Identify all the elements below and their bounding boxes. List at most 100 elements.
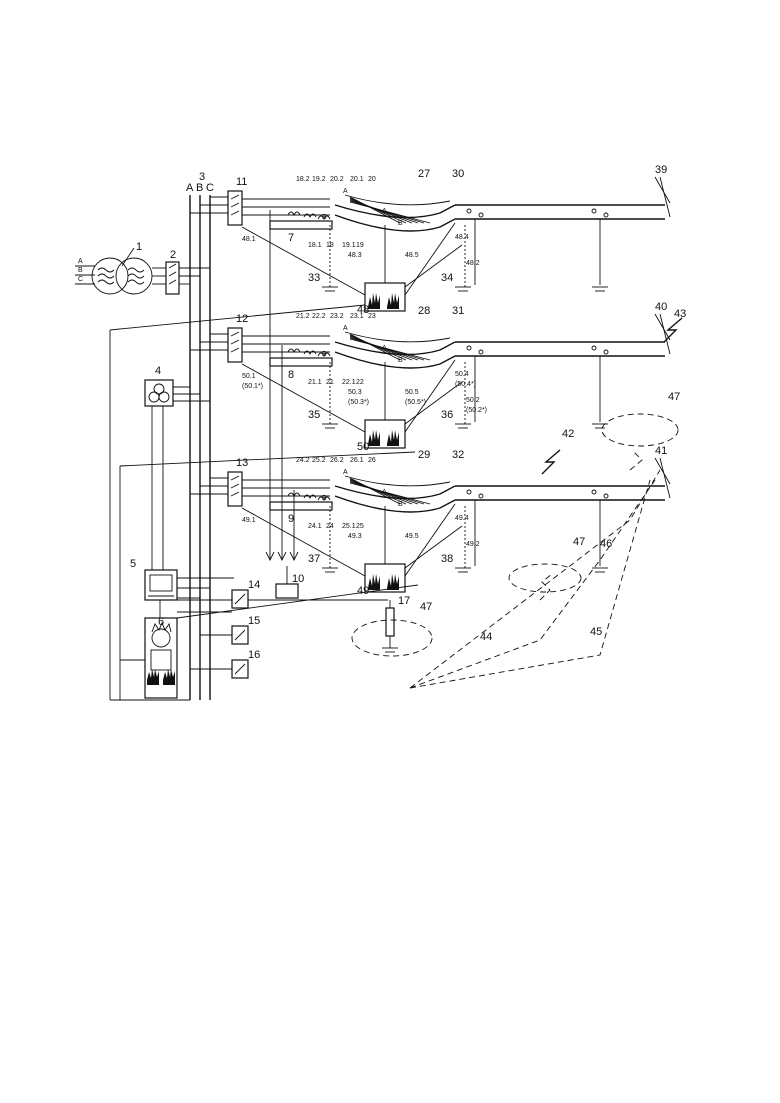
svg-text:B: B [322,495,327,502]
svg-text:18.2: 18.2 [296,176,310,183]
svg-text:C: C [78,276,83,283]
svg-text:20.1: 20.1 [350,176,364,183]
svg-text:46: 46 [600,538,612,550]
svg-text:A: A [382,208,387,215]
svg-text:25.1: 25.1 [342,523,356,530]
svg-text:24.2: 24.2 [296,457,310,464]
svg-text:21.1: 21.1 [308,379,322,386]
switch-13-label: 13 [236,457,248,469]
line-41-label: 41 [655,445,667,457]
svg-text:48.1: 48.1 [242,236,256,243]
svg-text:49.2: 49.2 [466,541,480,548]
line-40-label: 40 [655,301,667,313]
ground-zone-47b [509,564,581,592]
busbar-number: 3 [199,171,205,183]
svg-text:50.5: 50.5 [405,389,419,396]
svg-text:22.1: 22.1 [342,379,356,386]
svg-text:24: 24 [326,523,334,530]
feeder-1 [190,177,670,311]
switch-12-label: 12 [236,313,248,325]
svg-text:17: 17 [398,595,410,607]
svg-text:15: 15 [248,615,260,627]
svg-text:B: B [78,267,83,274]
svg-text:B: B [398,357,403,364]
svg-text:25: 25 [356,523,364,530]
svg-text:19.2: 19.2 [312,176,326,183]
regulator-8-label: 8 [288,369,294,381]
lightning-42 [542,450,560,474]
svg-text:26.2: 26.2 [330,457,344,464]
dashed-connections: 44 45 46 [410,452,660,688]
svg-text:48.4: 48.4 [455,234,469,241]
switch-number: 2 [170,249,176,261]
svg-text:(50.5*): (50.5*) [405,399,426,406]
busbars: A B C 3 [186,171,214,700]
svg-text:B: B [398,220,403,227]
phase-b-label: B [196,182,203,194]
svg-text:34: 34 [441,272,453,284]
svg-text:18: 18 [326,242,334,249]
ground-electrode-17: 17 47 [352,595,432,656]
controller-5: 5 [130,558,234,618]
svg-text:43: 43 [674,308,686,320]
svg-text:19: 19 [356,242,364,249]
svg-text:A: A [382,345,387,352]
operator-6: 6 [110,616,190,700]
svg-text:50.1: 50.1 [242,373,256,380]
svg-text:49.3: 49.3 [348,533,362,540]
cable-29-label: 29 [418,449,430,461]
svg-text:50.4: 50.4 [455,371,469,378]
svg-text:10: 10 [292,573,304,585]
svg-text:49.1: 49.1 [242,517,256,524]
svg-text:47: 47 [668,391,680,403]
main-transformer: A B C 1 [75,241,168,294]
phase-c-label: C [206,182,214,194]
svg-text:(50.3*): (50.3*) [348,399,369,406]
svg-text:21.2: 21.2 [296,313,310,320]
svg-text:19.1: 19.1 [342,242,356,249]
svg-text:36: 36 [441,409,453,421]
svg-text:47: 47 [420,601,432,613]
svg-text:A: A [343,188,348,195]
feeder-2 [190,314,670,448]
line-39-label: 39 [655,164,667,176]
svg-text:(50.1*): (50.1*) [242,383,263,390]
return-wire-top [110,305,365,330]
arrester-32-label: 32 [452,449,464,461]
svg-text:26.1: 26.1 [350,457,364,464]
svg-text:48.2: 48.2 [466,260,480,267]
svg-text:5: 5 [130,558,136,570]
feeders: 11739273018.219.220.220.12018.11819.119B… [190,164,670,597]
arrester-31-label: 31 [452,305,464,317]
svg-text:50.3: 50.3 [348,389,362,396]
glove-50-label: 50 [357,441,369,453]
svg-text:20.2: 20.2 [330,176,344,183]
svg-text:35: 35 [308,409,320,421]
glove-49-label: 49 [357,585,369,597]
svg-text:23: 23 [368,313,376,320]
svg-text:48.3: 48.3 [348,252,362,259]
feeder-3 [190,458,670,592]
input-switch: 2 [166,249,210,294]
svg-text:14: 14 [248,579,260,591]
svg-text:23.1: 23.1 [350,313,364,320]
svg-text:4: 4 [155,365,161,377]
svg-text:(50.2*): (50.2*) [466,407,487,414]
transformer-number: 1 [136,241,142,253]
svg-text:16: 16 [248,649,260,661]
lightning-43 [664,318,682,342]
svg-text:A: A [343,325,348,332]
svg-text:A: A [343,469,348,476]
svg-text:A: A [382,489,387,496]
svg-text:44: 44 [480,631,492,643]
svg-text:20: 20 [368,176,376,183]
svg-text:B: B [322,351,327,358]
svg-text:48.5: 48.5 [405,252,419,259]
cable-28-label: 28 [418,305,430,317]
svg-text:B: B [322,214,327,221]
ground-zone-47a [602,414,678,446]
svg-text:49.4: 49.4 [455,515,469,522]
svg-text:45: 45 [590,626,602,638]
svg-text:23.2: 23.2 [330,313,344,320]
